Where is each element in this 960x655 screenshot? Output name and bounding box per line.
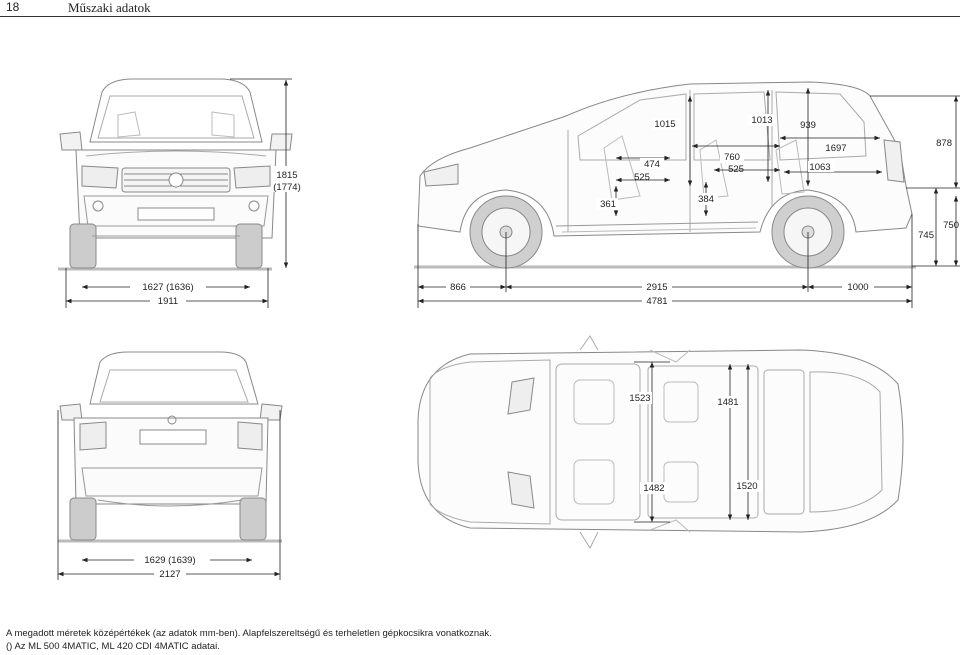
headroom-front-label: 1015 xyxy=(654,119,675,130)
overall-length-label: 4781 xyxy=(646,296,667,307)
rear-view-car xyxy=(58,351,283,543)
dim-384-label: 384 xyxy=(698,194,714,205)
side-view-car xyxy=(414,81,916,269)
dim-525-rear-label: 525 xyxy=(728,164,744,175)
footnotes: A megadott méretek középértékek (az adat… xyxy=(6,627,956,653)
dim-525-front-label: 525 xyxy=(634,172,650,183)
front-track-label: 1627 (1636) xyxy=(142,282,193,293)
length-1697-label: 1697 xyxy=(825,143,846,154)
dim-474-label: 474 xyxy=(644,159,660,170)
top-width-1520-label: 1520 xyxy=(736,481,757,492)
front-overhang-label: 866 xyxy=(450,282,466,293)
rear-width-label: 2127 xyxy=(159,569,180,580)
page-title: Műszaki adatok xyxy=(68,0,151,15)
front-height-label: 1815 xyxy=(276,170,297,181)
cargo-height-label: 878 xyxy=(936,138,952,149)
vehicle-dimension-drawing: 1815 (1774) 1627 (1636) 1911 866 2915 10… xyxy=(57,78,960,580)
dim-760-label: 760 xyxy=(724,152,740,163)
dim-750-label: 750 xyxy=(943,220,959,231)
page-header: 18 Műszaki adatok xyxy=(0,0,960,18)
front-width-label: 1911 xyxy=(158,296,178,307)
top-width-1481-label: 1481 xyxy=(717,397,738,408)
headroom-rear-label: 1013 xyxy=(751,115,772,126)
top-view-car xyxy=(417,335,904,550)
footnote-line-2: () Az ML 500 4MATIC, ML 420 CDI 4MATIC a… xyxy=(6,641,220,652)
wheelbase-label: 2915 xyxy=(646,282,667,293)
dim-1063-label: 1063 xyxy=(809,162,830,173)
footnote-line-1: A megadott méretek középértékek (az adat… xyxy=(6,628,492,639)
page-number: 18 xyxy=(6,0,20,14)
top-width-1482-label: 1482 xyxy=(643,483,664,494)
rear-overhang-label: 1000 xyxy=(847,282,868,293)
front-view-car xyxy=(58,78,293,271)
top-width-1523-label: 1523 xyxy=(629,393,650,404)
dim-745-label: 745 xyxy=(918,230,934,241)
front-height-alt-label: (1774) xyxy=(273,182,300,193)
headroom-3rd-label: 939 xyxy=(800,120,816,131)
header-rule xyxy=(0,16,960,17)
dim-361-label: 361 xyxy=(600,199,616,210)
rear-track-label: 1629 (1639) xyxy=(144,555,195,566)
